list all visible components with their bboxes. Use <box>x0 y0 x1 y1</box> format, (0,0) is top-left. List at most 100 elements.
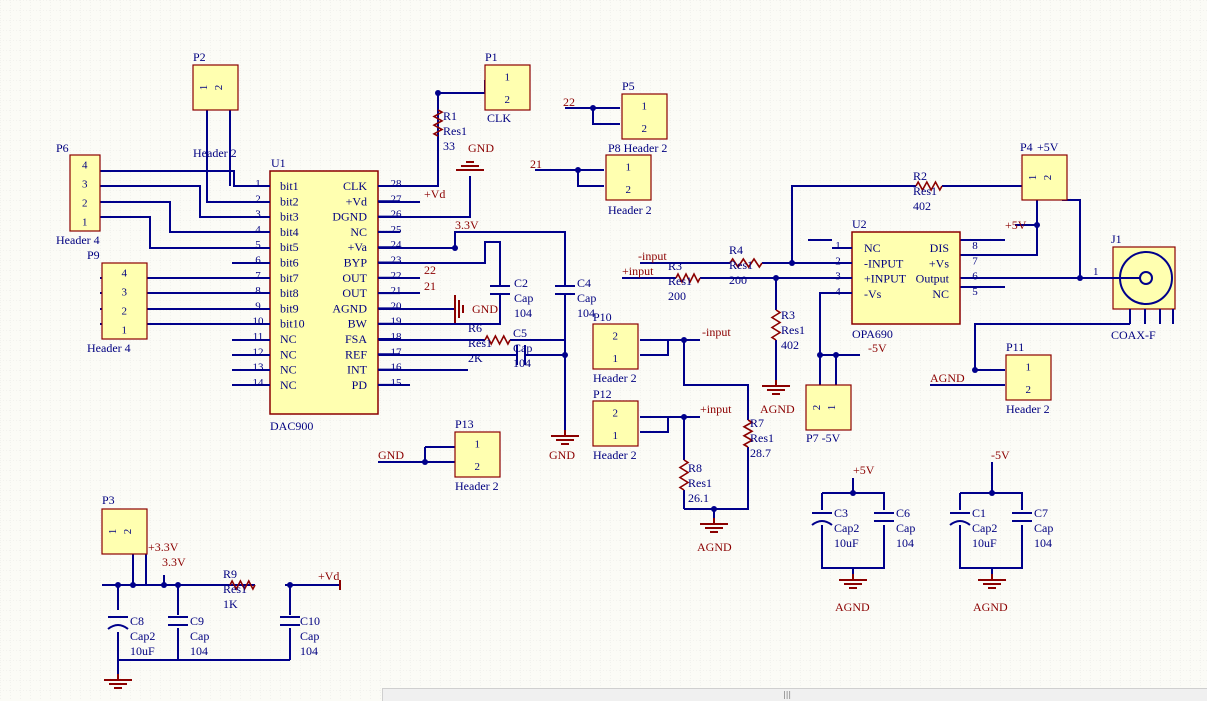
u1-pin-name: bit7 <box>280 271 299 285</box>
net-agnd-r8: AGND <box>697 540 732 554</box>
j1-coax[interactable]: J1 COAX-F 1 <box>1093 232 1176 342</box>
header-value: Header 2 <box>193 146 237 160</box>
u2-pin-name: +INPUT <box>864 272 907 286</box>
header-pin-number: 1 <box>626 161 632 173</box>
horizontal-scrollbar[interactable]: ||| <box>382 688 1207 701</box>
u1-pin-number: 12 <box>253 346 264 358</box>
capacitor-plate <box>811 520 833 526</box>
header-value: Header 2 <box>455 479 499 493</box>
header-pin-number: 3 <box>82 179 88 191</box>
header-pin-number: 1 <box>1026 361 1032 373</box>
resistor-symbol <box>432 109 444 137</box>
u1-pin-number: 28 <box>391 178 403 190</box>
header-body <box>1005 354 1052 401</box>
header-ref: P9 <box>87 248 100 262</box>
resistor-symbol <box>742 419 754 448</box>
u2-pin-number: 3 <box>835 271 841 283</box>
header-pin-number: 1 <box>107 529 119 535</box>
header-body <box>192 64 239 111</box>
net-gnd-c4: GND <box>549 448 575 462</box>
component-ref: C7 <box>1034 506 1048 520</box>
header-pin-number: 1 <box>826 405 838 411</box>
u1-pin-number: 11 <box>253 331 264 343</box>
u1-pin-name: +Va <box>348 240 368 254</box>
u1-pin-number: 16 <box>391 362 403 374</box>
net-agnd-m5v-caps: AGND <box>973 600 1008 614</box>
component-lib: Res1 <box>781 323 805 337</box>
header-body <box>454 431 501 478</box>
component-value: 402 <box>781 338 799 352</box>
net-labels: GND +Vd 3.3V 22 21 GND 22 21 GND GND -in… <box>148 95 1027 614</box>
net-p5v-caps: +5V <box>853 463 875 477</box>
net-m5v-u2: -5V <box>868 341 887 355</box>
u2-value: OPA690 <box>852 327 893 341</box>
resistor-symbol <box>678 459 690 491</box>
u2-pin-number: 4 <box>835 286 841 298</box>
component-lib: Res1 <box>729 258 753 272</box>
u1-pin-number: 14 <box>253 377 265 389</box>
component-ref: C4 <box>577 276 591 290</box>
u1-right-pins: 28CLK27+Vd26DGND25NC24+Va23BYP22OUT21OUT… <box>332 178 402 392</box>
u1-pin-name: NC <box>280 378 297 392</box>
net-21-p8: 21 <box>530 157 542 171</box>
component-ref: R2 <box>913 169 927 183</box>
component-lib: Res1 <box>223 582 247 596</box>
capacitor-plate <box>107 624 129 630</box>
scrollbar-grip-icon[interactable]: ||| <box>783 690 792 699</box>
header-pin-number: 2 <box>1042 175 1054 181</box>
u1-pin-number: 17 <box>391 346 403 358</box>
u1-pin-name: bit3 <box>280 210 299 224</box>
header-body <box>621 93 668 140</box>
component-ref: C1 <box>972 506 986 520</box>
net-22-p5: 22 <box>563 95 575 109</box>
u2-body <box>851 231 961 325</box>
component-lib: Res1 <box>443 124 467 138</box>
header-value: Header 4 <box>56 233 100 247</box>
u1-pin-number: 3 <box>255 209 261 221</box>
u1-pin-number: 24 <box>391 239 403 251</box>
net-vd-u1: +Vd <box>424 187 445 201</box>
header-ref: P3 <box>102 493 115 507</box>
u1-pin-number: 21 <box>391 285 402 297</box>
component-lib: Res1 <box>688 476 712 490</box>
component-ref: R3 <box>668 259 682 273</box>
component-ref: C5 <box>513 326 527 340</box>
u2-pin-name: DIS <box>930 241 949 255</box>
component-value: 104 <box>190 644 208 658</box>
